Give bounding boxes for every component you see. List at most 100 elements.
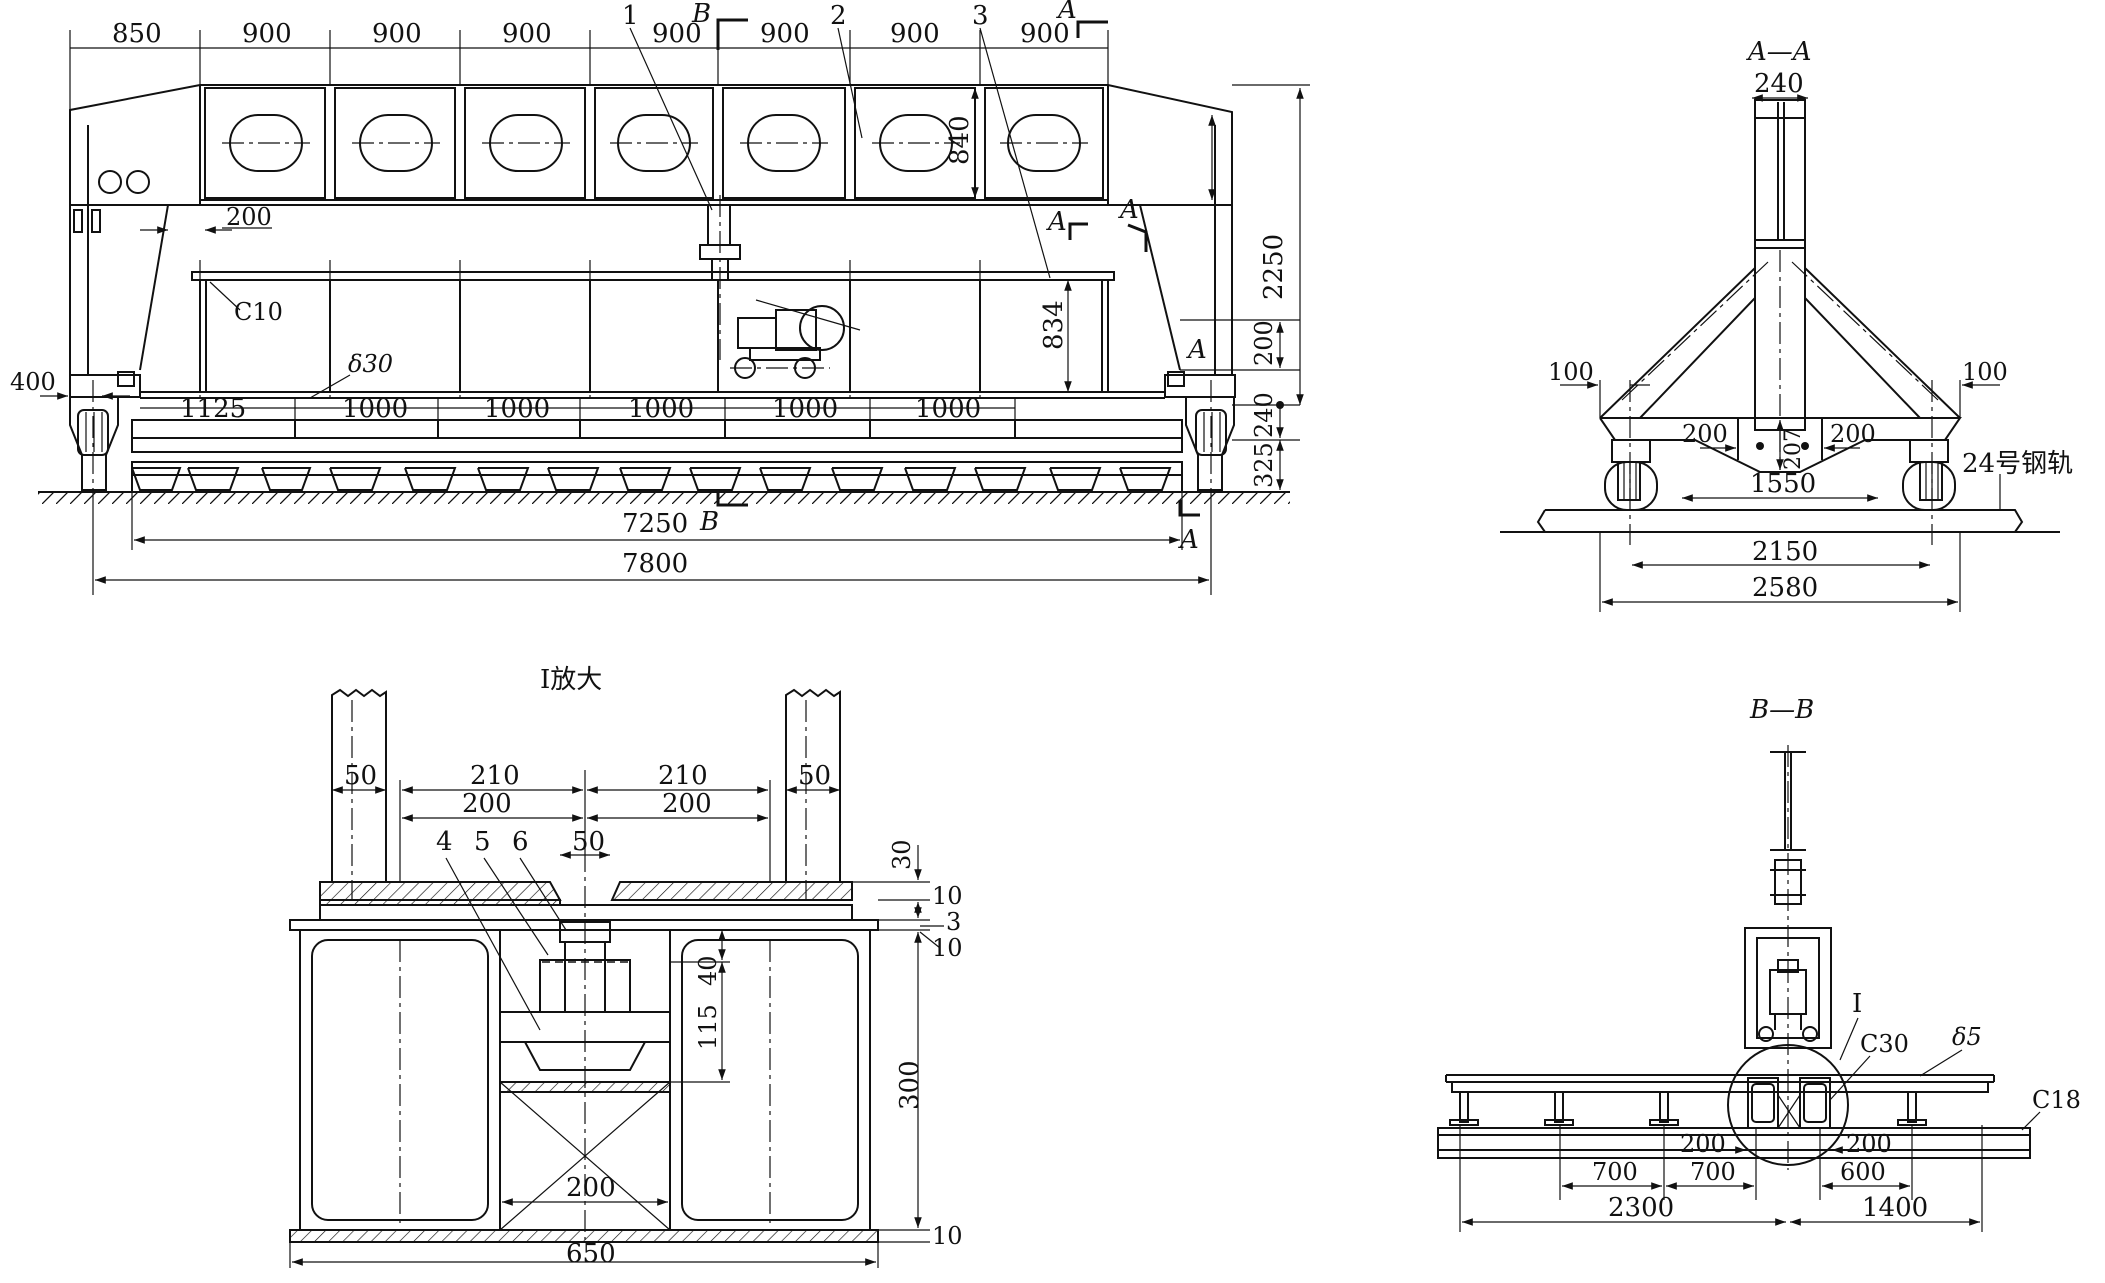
- window-panels: [204, 87, 1104, 199]
- section-aa-title: A—A: [1746, 37, 1812, 67]
- dim-i-300: 300: [895, 1060, 925, 1110]
- dim-i-50-right: 50: [798, 761, 831, 791]
- front-callouts: 1 2 3: [622, 1, 1051, 279]
- section-mark-b-bottom: B: [699, 507, 719, 537]
- inner-frame: [191, 260, 1115, 400]
- callout-3: 3: [972, 1, 989, 31]
- dim-900-7: 900: [1020, 19, 1070, 49]
- dim-i-40: 40: [694, 955, 722, 986]
- dim-i-200-left: 200: [462, 789, 512, 819]
- dim-i-10-b: 10: [932, 934, 963, 962]
- dim-bb-2300: 2300: [1608, 1193, 1674, 1223]
- callout-4: 4: [436, 827, 453, 857]
- dim-i-200-right: 200: [662, 789, 712, 819]
- dim-aa-100-left: 100: [1548, 358, 1594, 386]
- aa-right-wheel: [1902, 380, 1956, 545]
- dim-200-right: 200: [1250, 320, 1278, 366]
- dim-aa-200-right: 200: [1830, 420, 1876, 448]
- section-mark-a-low: A: [1186, 335, 1207, 365]
- trolley-motor: [730, 299, 861, 379]
- dim-i-30: 30: [888, 839, 916, 870]
- dim-aa-240: 240: [1754, 69, 1804, 99]
- dim-834: 834: [1039, 300, 1069, 350]
- dim-200-front: 200: [226, 203, 272, 231]
- dim-1000-5: 1000: [915, 394, 981, 424]
- detail-i-enlarged: I放大: [289, 665, 963, 1269]
- dim-aa-2150: 2150: [1752, 537, 1818, 567]
- front-right-dimensions: 2250 840 834 200 240 325: [945, 84, 1310, 490]
- hoist-assembly: [699, 195, 741, 360]
- dim-325-right: 325: [1250, 442, 1278, 488]
- dim-1125: 1125: [180, 394, 246, 424]
- dim-bb-200-right: 200: [1846, 1130, 1892, 1158]
- dim-i-50-left: 50: [344, 761, 377, 791]
- dim-bb-1400: 1400: [1862, 1193, 1928, 1223]
- dim-aa-207: 207: [1781, 428, 1806, 470]
- section-mark-a-mid: A: [1046, 207, 1067, 237]
- platform-bed: [131, 391, 1183, 493]
- dim-i-10-c: 10: [932, 1222, 963, 1250]
- dim-i-210-right: 210: [658, 761, 708, 791]
- front-top-dimensions: 850 900 900 900 900 900 900 900: [69, 19, 1109, 110]
- section-aa: A—A 240: [1500, 37, 2073, 612]
- dim-i-650: 650: [566, 1239, 616, 1269]
- dim-1000-4: 1000: [772, 394, 838, 424]
- front-elevation: 850 900 900 900 900 900 900 900 1 2 3 B …: [10, 0, 1310, 595]
- section-bb-title: B—B: [1749, 695, 1814, 725]
- label-i: I: [1852, 989, 1862, 1019]
- callout-1: 1: [622, 1, 639, 31]
- label-delta30: δ30: [348, 350, 393, 378]
- section-mark-b-top: B: [691, 0, 711, 29]
- dim-900-3: 900: [502, 19, 552, 49]
- dim-7250: 7250: [622, 509, 688, 539]
- dim-240-right: 240: [1250, 392, 1278, 438]
- label-c18: C18: [2032, 1086, 2081, 1114]
- aa-rail: [1500, 509, 2060, 533]
- gauge-icon: [126, 170, 150, 194]
- callout-6: 6: [512, 827, 529, 857]
- dim-900-4: 900: [652, 19, 702, 49]
- section-mark-a-top: A: [1056, 0, 1077, 25]
- left-wheel-assembly: [69, 371, 141, 505]
- front-misc-labels: 200 C10 δ30 400: [10, 203, 393, 400]
- dim-i-115: 115: [694, 1004, 722, 1050]
- dim-i-10-a: 10: [932, 882, 963, 910]
- ground-line: [38, 491, 1290, 504]
- detail-i-title: I放大: [540, 665, 602, 695]
- dim-900-6: 900: [890, 19, 940, 49]
- aa-left-wheel: [1604, 380, 1658, 545]
- dim-bb-600: 600: [1840, 1158, 1886, 1186]
- label-c30: C30: [1860, 1030, 1909, 1058]
- dim-400: 400: [10, 368, 56, 396]
- dim-aa-2580: 2580: [1752, 573, 1818, 603]
- dim-aa-200-left: 200: [1682, 420, 1728, 448]
- label-c10: C10: [234, 298, 283, 326]
- dim-900-2: 900: [372, 19, 422, 49]
- section-mark-a-right: A: [1118, 195, 1139, 225]
- dim-1000-2: 1000: [484, 394, 550, 424]
- dim-i-200-bottom: 200: [566, 1173, 616, 1203]
- dim-1000-1: 1000: [342, 394, 408, 424]
- section-bb: B—B: [1437, 695, 2081, 1232]
- front-section-marks: B A B A A A A: [691, 0, 1207, 555]
- dim-aa-100-right: 100: [1962, 358, 2008, 386]
- right-wheel-assembly: [1164, 371, 1236, 505]
- dim-900-1: 900: [242, 19, 292, 49]
- label-rail: 24号钢轨: [1962, 449, 2073, 479]
- dim-i-50-mid: 50: [572, 827, 605, 857]
- dim-840: 840: [945, 115, 975, 165]
- label-delta5: δ5: [1952, 1023, 1982, 1051]
- detail-circle-i: [1727, 1044, 1849, 1166]
- dim-bb-700-b: 700: [1690, 1158, 1736, 1186]
- dim-7800: 7800: [622, 549, 688, 579]
- sleeper-blocks: [131, 467, 1172, 491]
- front-bottom-segment-dimensions: 1125 1000 1000 1000 1000 1000: [140, 394, 1016, 424]
- dim-900-5: 900: [760, 19, 810, 49]
- section-mark-a-bottom: A: [1178, 525, 1199, 555]
- dim-2250: 2250: [1259, 234, 1289, 300]
- gantry-frame: [69, 84, 1233, 375]
- front-overall-dimensions: 7250 7800: [92, 492, 1212, 595]
- dim-i-3: 3: [946, 908, 961, 936]
- dim-1000-3: 1000: [628, 394, 694, 424]
